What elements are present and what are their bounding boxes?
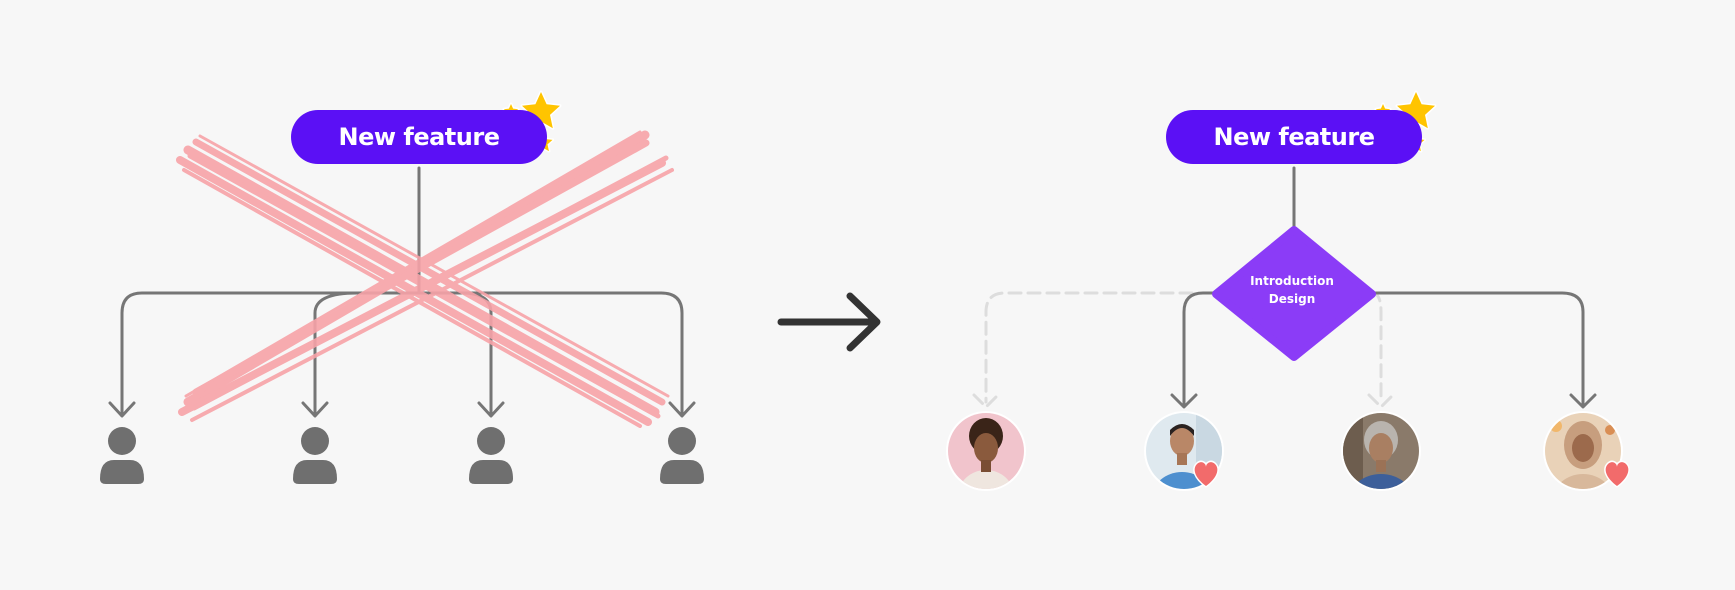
avatar-woman-headscarf (1543, 411, 1630, 491)
user-icon (293, 427, 337, 484)
decision-label-line2: Design (1268, 292, 1316, 306)
cross-out-mark (176, 130, 674, 428)
decision-label: Introduction Design (1230, 272, 1354, 308)
new-feature-label: New feature (1213, 123, 1375, 151)
user-icon (660, 427, 704, 484)
avatar-man-blue-shirt (1144, 411, 1224, 491)
heart-icon (1604, 460, 1630, 488)
left-users (100, 427, 704, 484)
decision-diamond (1212, 226, 1376, 361)
user-icon (469, 427, 513, 484)
arrow-right-icon (777, 292, 881, 352)
new-feature-label: New feature (338, 123, 500, 151)
avatar-older-woman (1341, 411, 1421, 491)
heart-icon (1193, 460, 1219, 488)
decision-label-line1: Introduction (1250, 274, 1334, 288)
user-icon (100, 427, 144, 484)
right-solid-connectors (1170, 166, 1597, 409)
new-feature-badge-right: New feature (1166, 110, 1422, 164)
avatar-woman-pink-background (946, 411, 1026, 491)
new-feature-badge-left: New feature (291, 110, 547, 164)
